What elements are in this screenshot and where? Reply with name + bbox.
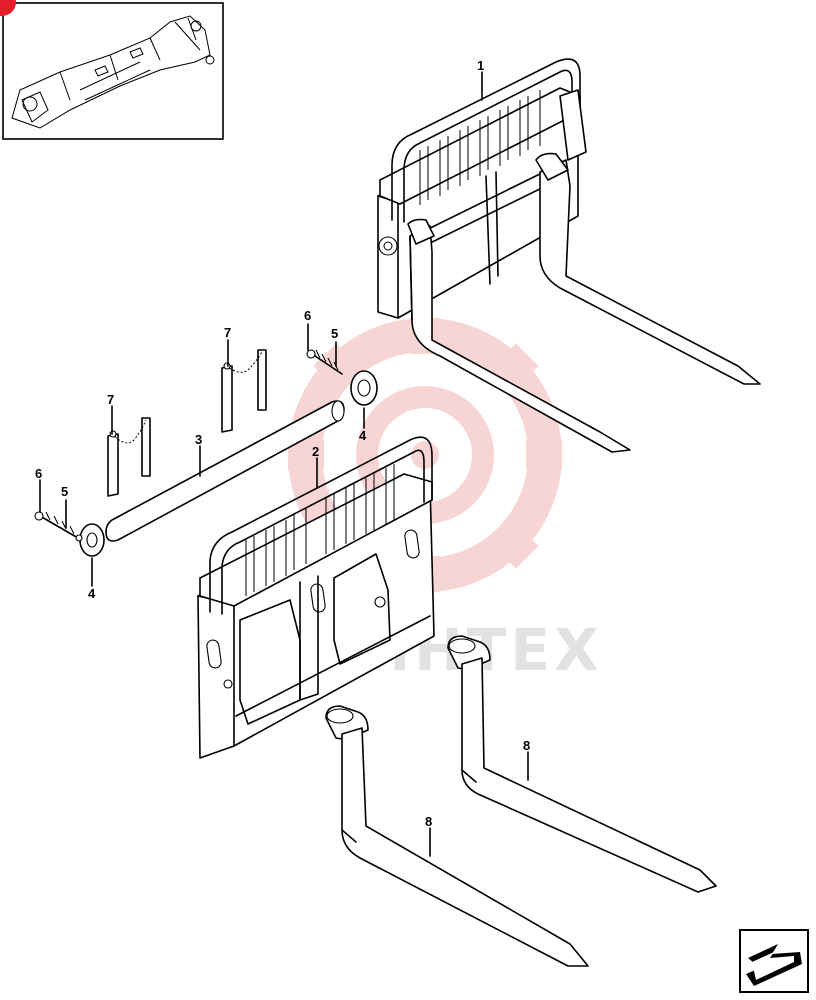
callout-7-upper: 7 xyxy=(224,325,231,340)
bolt-upper xyxy=(306,349,343,375)
fork-carriage-frame xyxy=(197,436,435,759)
callout-2: 2 xyxy=(312,444,319,459)
callout-8-front: 8 xyxy=(425,814,432,829)
washer-lower xyxy=(79,523,105,557)
fork-arm-front xyxy=(325,705,589,967)
callout-5-lower: 5 xyxy=(61,484,68,499)
callout-1: 1 xyxy=(477,58,484,73)
lynch-pin-lower xyxy=(107,417,151,497)
lynch-pin-upper xyxy=(221,349,267,433)
next-page-arrow-icon xyxy=(746,944,802,986)
corner-badge xyxy=(0,0,16,16)
callout-4-upper: 4 xyxy=(359,428,367,443)
pivot-shaft xyxy=(105,400,345,542)
callout-leaders xyxy=(39,71,529,857)
washer-upper xyxy=(350,370,378,406)
callout-8-rear: 8 xyxy=(523,738,530,753)
fork-carriage-assembly xyxy=(377,58,761,453)
callout-4-lower: 4 xyxy=(88,586,96,601)
callout-6-upper: 6 xyxy=(304,308,311,323)
fork-arm-rear xyxy=(447,635,717,893)
callout-7-lower: 7 xyxy=(107,392,114,407)
locator-thumbnail[interactable] xyxy=(0,0,224,140)
callout-labels: 1 2 3 4 4 5 5 6 6 7 7 8 8 xyxy=(35,58,530,829)
callout-6-lower: 6 xyxy=(35,466,42,481)
callout-3: 3 xyxy=(195,432,202,447)
callout-5-upper: 5 xyxy=(331,326,338,341)
next-page-button[interactable] xyxy=(739,929,809,993)
bolt-lower xyxy=(34,511,83,542)
